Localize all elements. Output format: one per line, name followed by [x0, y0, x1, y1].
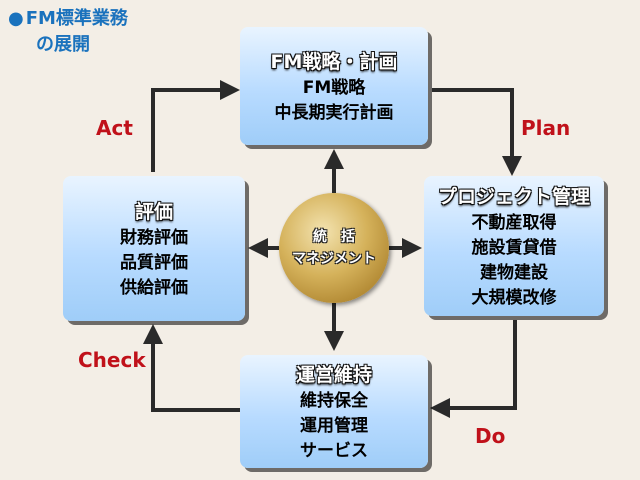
- diagram-title: ●FM標準業務 の展開: [8, 6, 128, 58]
- box-item: サービス: [300, 440, 368, 461]
- box-heading: FM戦略・計画: [270, 50, 398, 73]
- box-heading: 運営維持: [295, 363, 372, 386]
- bullet-icon: ●: [8, 8, 24, 29]
- plan-label: Plan: [521, 116, 571, 140]
- box-item: FM戦略: [302, 77, 366, 98]
- operations-maintenance-box: 運営維持 維持保全 運用管理 サービス: [240, 355, 428, 468]
- integrated-management-circle: 統括 マネジメント: [279, 193, 389, 303]
- box-heading: プロジェクト管理: [437, 185, 590, 208]
- box-heading: 評価: [134, 200, 173, 223]
- check-label: Check: [78, 348, 146, 372]
- do-label: Do: [475, 424, 506, 448]
- fm-strategy-box: FM戦略・計画 FM戦略 中長期実行計画: [240, 27, 428, 145]
- project-management-box: プロジェクト管理 不動産取得 施設賃貸借 建物建設 大規模改修: [424, 176, 604, 316]
- act-arrow: [151, 80, 240, 172]
- act-label: Act: [96, 116, 133, 140]
- box-item: 維持保全: [300, 390, 368, 411]
- do-arrow: [430, 320, 517, 418]
- box-item: 施設賃貸借: [471, 237, 557, 258]
- box-item: 運用管理: [300, 415, 368, 436]
- box-item: 建物建設: [480, 262, 548, 283]
- title-line-2: の展開: [36, 34, 90, 55]
- check-arrow: [143, 324, 240, 412]
- title-line-1: FM標準業務: [25, 8, 128, 29]
- box-item: 中長期実行計画: [274, 102, 394, 123]
- box-item: 財務評価: [120, 227, 188, 248]
- center-line-1: 統括: [313, 229, 369, 245]
- box-item: 不動産取得: [471, 212, 557, 233]
- center-line-2: マネジメント: [292, 251, 376, 267]
- box-item: 品質評価: [120, 252, 188, 273]
- box-item: 大規模改修: [471, 287, 557, 308]
- evaluation-box: 評価 財務評価 品質評価 供給評価: [63, 176, 245, 321]
- plan-arrow: [432, 88, 522, 176]
- box-item: 供給評価: [120, 277, 188, 298]
